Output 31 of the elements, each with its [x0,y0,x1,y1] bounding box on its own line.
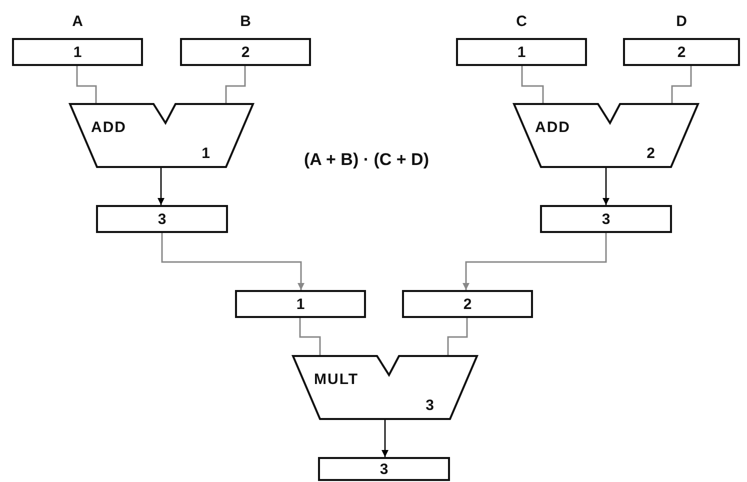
connector-line [521,66,544,103]
connector-line [299,318,321,355]
register-box: 3 [318,457,450,481]
connector-line [447,318,468,355]
arrow [462,233,607,290]
register-box: 2 [180,38,311,66]
register-box: 1 [456,38,587,66]
register-box: 3 [96,205,228,233]
operand-label: A [72,13,83,30]
unit-number: 3 [426,397,434,414]
register-box: 1 [12,38,143,66]
arrow [602,168,610,205]
operand-label: B [240,13,251,30]
unit-number: 2 [646,145,655,162]
connector-line [671,66,692,103]
arrow [158,168,164,205]
operand-label: C [516,13,527,30]
register-box: 2 [402,290,533,318]
formula-text: (A + B) · (C + D) [304,150,429,170]
unit-number: 1 [202,145,210,162]
register-box: 3 [540,205,672,233]
operation-name: ADD [91,119,126,136]
register-box: 1 [235,290,366,318]
arrow [161,233,304,290]
operation-name: MULT [314,371,359,388]
connector-line [76,66,97,103]
connector-line [225,66,246,103]
operand-label: D [676,13,687,30]
register-box: 2 [623,38,740,66]
operation-name: ADD [535,119,570,136]
arrow [382,420,388,457]
